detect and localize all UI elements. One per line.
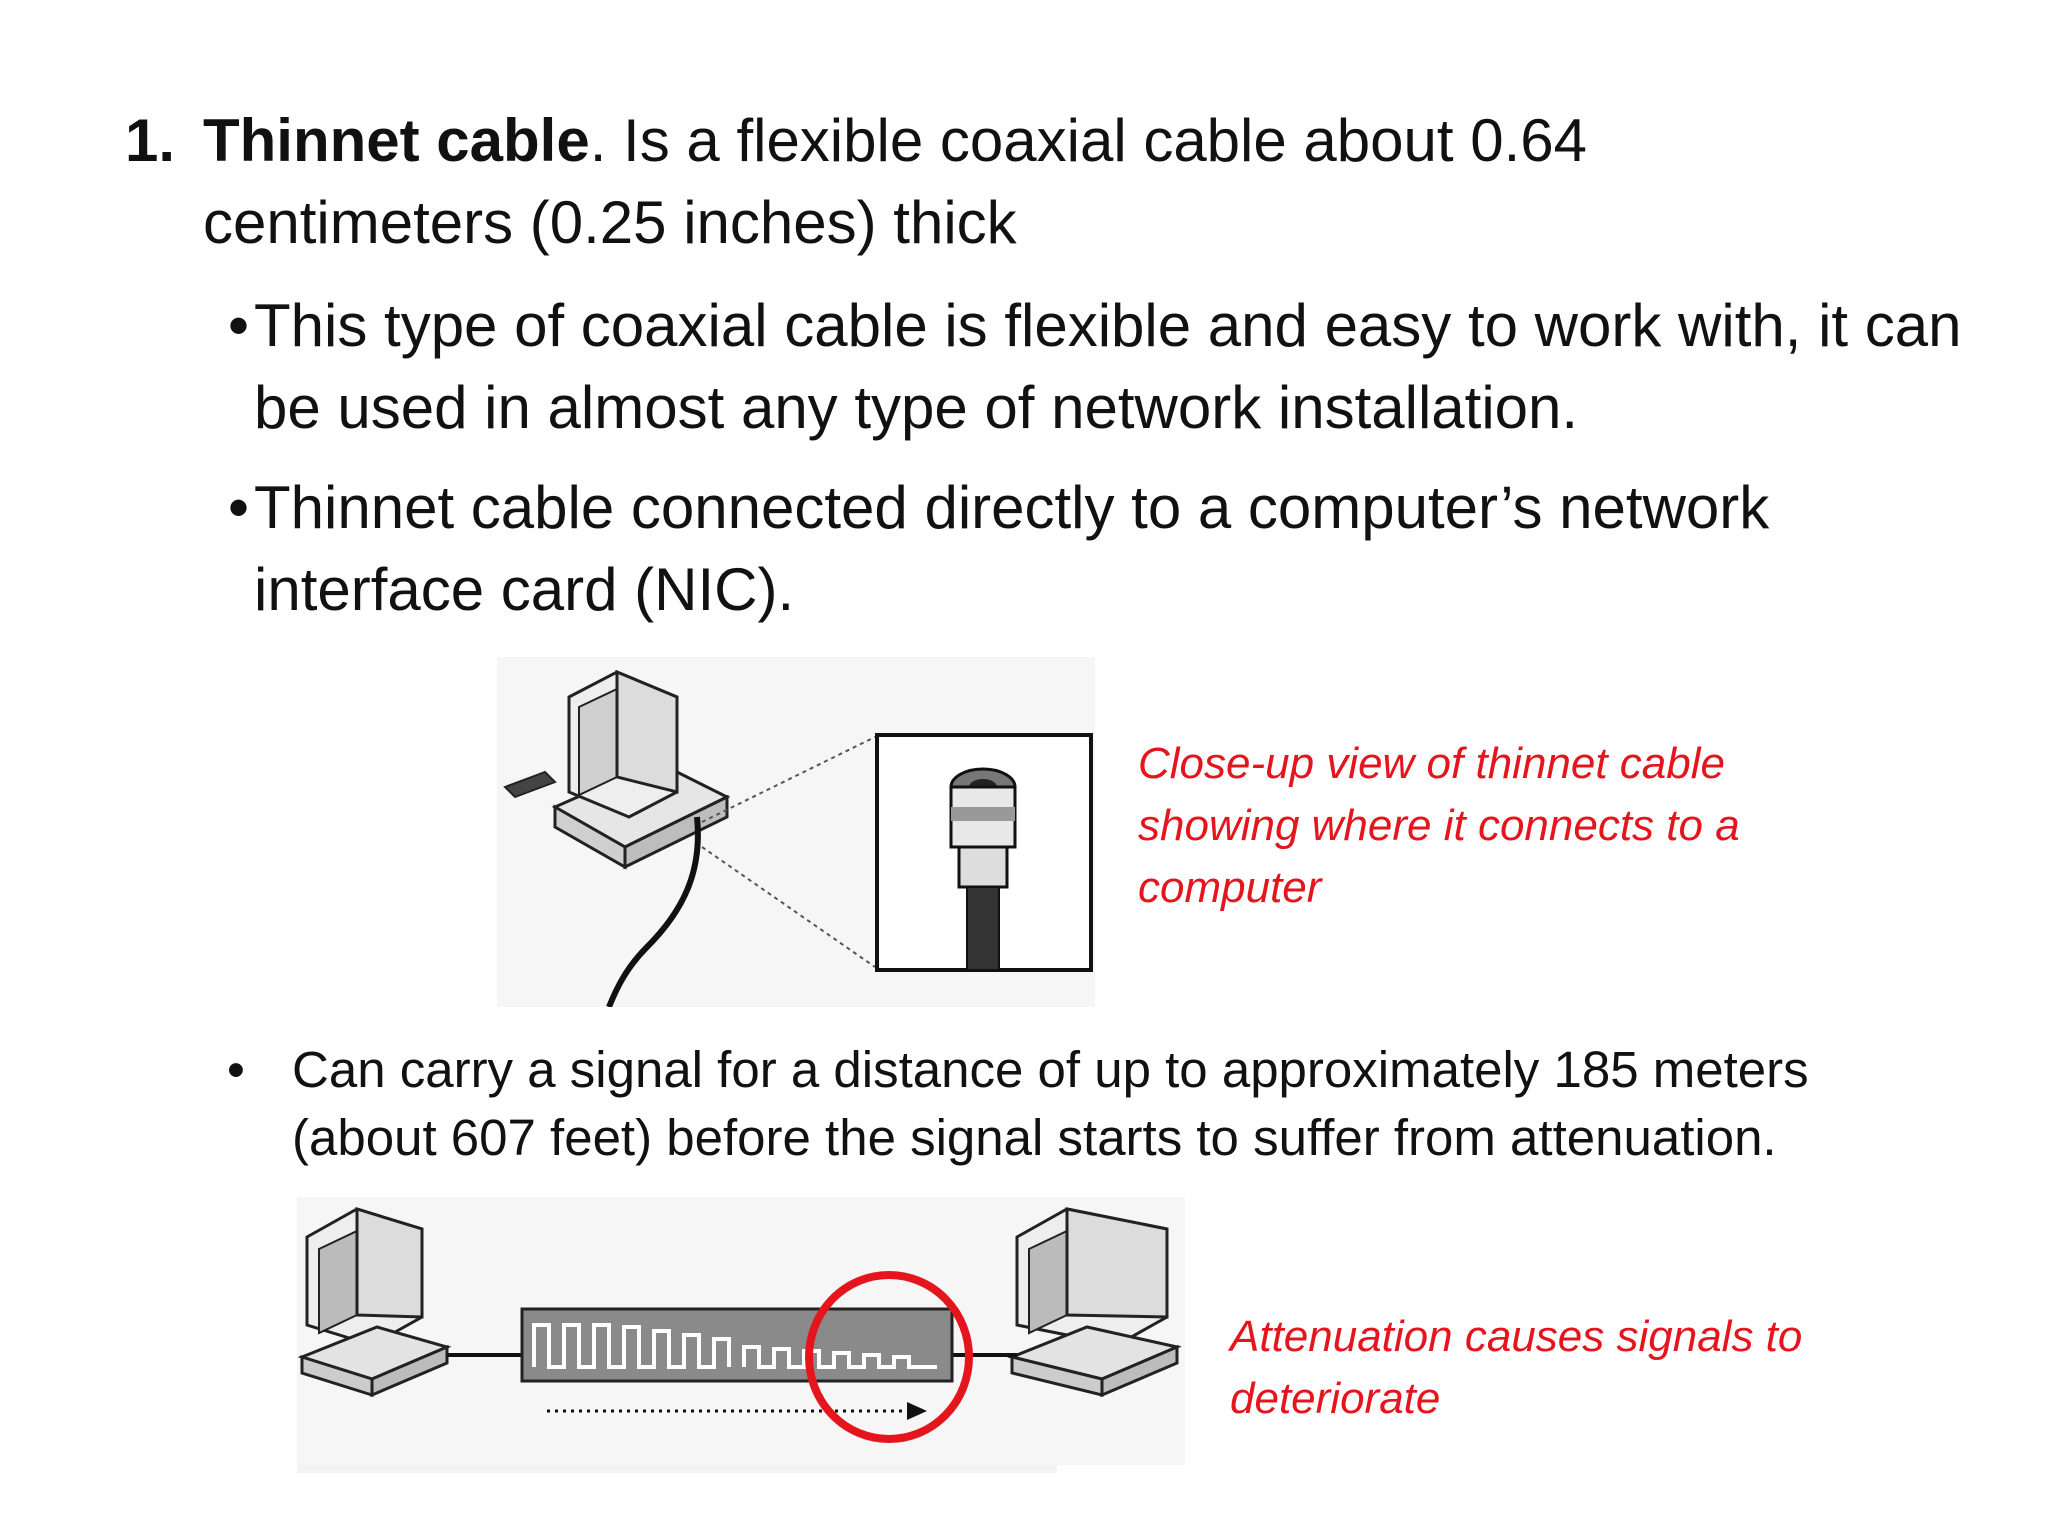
heading: 1. Thinnet cable. Is a flexible coaxial … <box>125 100 1685 264</box>
thinnet-connection-illustration <box>497 657 1095 1009</box>
figure-bottom-strip <box>297 1465 1057 1473</box>
right-computer-icon <box>1007 1207 1182 1398</box>
figure1-caption: Close-up view of thinnet cable showing w… <box>1138 739 1740 912</box>
heading-number: 1. <box>125 107 176 174</box>
weak-signal-wave <box>742 1345 937 1369</box>
bullet-item: • Can carry a signal for a distance of u… <box>227 1036 1927 1172</box>
bullet-text: Thinnet cable connected directly to a co… <box>254 474 1770 623</box>
left-computer-icon <box>297 1206 452 1398</box>
bullet-marker: • <box>228 474 250 541</box>
attenuation-figure <box>297 1197 1185 1465</box>
strong-signal-wave <box>532 1323 731 1369</box>
cable-icon <box>606 816 701 1009</box>
bullet-text: Can carry a signal for a distance of up … <box>292 1041 1809 1166</box>
signal-box <box>520 1307 954 1383</box>
computer-closeup-figure <box>497 657 1095 1009</box>
heading-description: . Is a flexible coaxial cable about 0.64… <box>203 107 1588 256</box>
bullet-marker: • <box>228 292 250 359</box>
bullet-text: This type of coaxial cable is flexible a… <box>254 292 1962 441</box>
attenuation-highlight-circle <box>805 1271 973 1443</box>
bullet-item: • This type of coaxial cable is flexible… <box>228 285 1978 449</box>
heading-title: Thinnet cable <box>203 107 590 174</box>
attenuation-illustration <box>297 1197 1185 1465</box>
bullet-item: • Thinnet cable connected directly to a … <box>228 467 1908 631</box>
bullet-marker: • <box>227 1041 245 1098</box>
figure2-caption: Attenuation causes signals to deteriorat… <box>1230 1312 1803 1423</box>
